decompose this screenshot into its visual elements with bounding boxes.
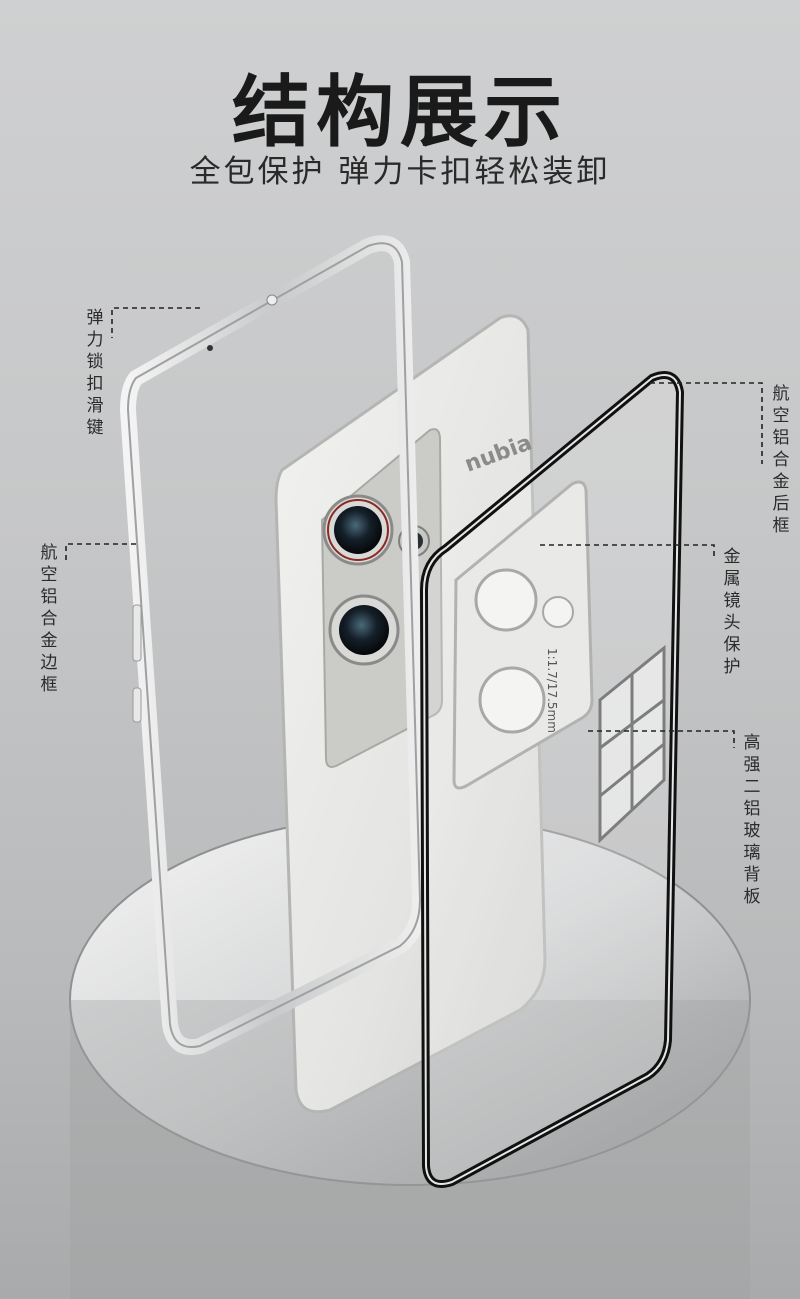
page-title: 结构展示	[231, 68, 568, 158]
main-camera-lens	[322, 494, 394, 566]
callout-aluminum-side-frame: 航空铝合金边框	[40, 543, 58, 695]
callout-line-glass-panel	[588, 730, 735, 748]
lens-text: 1:1.7/17.5mm	[545, 648, 559, 733]
callout-line-back-frame	[650, 382, 763, 464]
callout-line-slider-key	[111, 307, 200, 338]
secondary-camera-lens	[328, 594, 400, 666]
callout-metal-lens-protect: 金属镜头保护	[723, 547, 741, 677]
callout-slider-key: 弹力锁扣滑键	[86, 308, 104, 438]
callout-aluminum-back-frame: 航空铝合金后框	[772, 384, 790, 536]
callout-glass-back-panel: 高强二铝玻璃背板	[743, 733, 761, 907]
callout-line-side-frame	[65, 543, 136, 560]
glass-reflection	[598, 644, 666, 844]
page-subtitle: 全包保护 弹力卡扣轻松装卸	[189, 154, 611, 190]
aluminum-side-frame	[119, 235, 429, 1055]
metal-lens-protector: 1:1.7/17.5mm	[452, 480, 594, 790]
callout-line-lens-protect	[540, 544, 715, 560]
